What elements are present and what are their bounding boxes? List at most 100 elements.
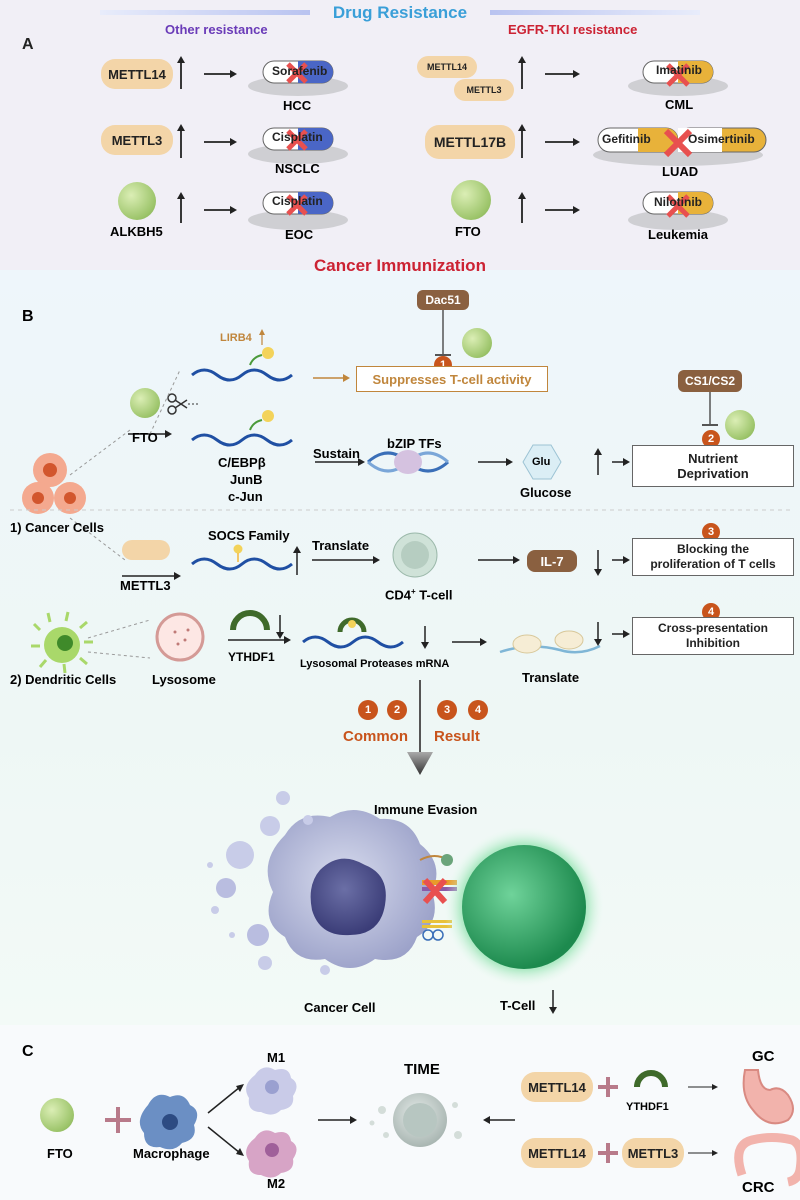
common-label: Common (343, 728, 408, 745)
il7-arrow-head (623, 556, 630, 564)
fto-arrow-head (165, 430, 172, 438)
glucose-hexagon-icon (522, 444, 562, 480)
colon-icon (734, 1133, 800, 1187)
cd4-tcell-label: CD4+ T-cell (385, 587, 453, 602)
cross-line-1: Cross-presentation (657, 621, 769, 635)
bzip-arrow-head (506, 458, 513, 466)
left-row-1-graphics (177, 56, 348, 96)
result-label: Result (434, 728, 480, 745)
result-big-arrow (407, 752, 433, 775)
drug-osimertinib: Osimertinib (688, 132, 755, 146)
blocking-line-2: proliferation of T cells (650, 557, 776, 571)
macrophage-icon (139, 1094, 198, 1150)
step-badge-4: 4 (702, 603, 720, 621)
cancer-cells-label: 1) Cancer Cells (10, 520, 104, 535)
mettl3-arrow-head (174, 572, 181, 580)
gene-pill-mettl3: METTL3 (101, 125, 173, 155)
to-crc-arrow-head (712, 1150, 718, 1156)
cd4-sup: + (411, 587, 416, 596)
tf-gene-junb: JunB (230, 472, 263, 487)
fto-label-c: FTO (47, 1146, 73, 1161)
green-hook-1 (249, 354, 263, 366)
lirb4-arrow-head (343, 374, 350, 382)
disease-cml: CML (665, 97, 694, 112)
section-c-time: C FTO Macrophage M1 M2 TIME METTL14 YTHD… (0, 1025, 800, 1200)
step-badge-3: 3 (702, 523, 720, 541)
m2-macrophage-icon (246, 1130, 297, 1178)
macrophage-label: Macrophage (133, 1146, 210, 1161)
m1-arrow (207, 1086, 241, 1114)
m2-label: M2 (267, 1176, 286, 1191)
translate2-arrow-head (623, 630, 630, 638)
glucose-up-head (594, 448, 602, 455)
tf-mrna-wave (191, 433, 293, 447)
panel-label-b: B (22, 308, 34, 325)
time-label: TIME (404, 1061, 440, 1078)
section-b-cancer-immunization: Cancer Immunization B Dac51 1 LIRB4 Supp… (0, 256, 800, 1025)
ythdf1-down-head (276, 632, 284, 639)
lysosome-icon (155, 612, 205, 662)
translate-label-2: Translate (522, 670, 580, 685)
socs-family-label: SOCS Family (208, 528, 290, 543)
disease-hcc: HCC (283, 98, 312, 113)
il7-badge: IL-7 (527, 550, 577, 572)
disease-luad: LUAD (662, 164, 699, 179)
dac51-target-ball-icon (462, 328, 492, 358)
m2-arrow-head (236, 1148, 244, 1156)
gene-pill-mettl14-c1: METTL14 (521, 1072, 593, 1102)
dash-to-lysosome (87, 619, 151, 639)
cs-badge: CS1/CS2 (678, 370, 742, 392)
tf-gene-cjun: c-Jun (228, 489, 263, 504)
ythdf1-label-c: YTHDF1 (626, 1101, 669, 1113)
lysosome-dot-2 (183, 638, 187, 642)
gene-pill-mettl17b: METTL17B (425, 125, 515, 159)
m6a-dot-2 (262, 410, 274, 422)
fto-ball-b-icon (130, 388, 160, 418)
title-bar-right (490, 10, 700, 15)
section-a-drug-resistance: Drug Resistance A Other resistance EGFR-… (0, 0, 800, 270)
translate-down-head (594, 639, 602, 646)
tf-gene-cebpb: C/EBPβ (218, 455, 266, 470)
section-b-graphics (10, 310, 790, 1014)
right-row-2-graphics (518, 124, 767, 166)
other-resistance-header: Other resistance (165, 22, 268, 37)
drug-cisplatin-2: Cisplatin (272, 194, 323, 208)
right-row-1-graphics (518, 56, 728, 96)
cross-line-2: Inhibition (686, 636, 740, 650)
gene-pill-mettl14-small: METTL14 (417, 56, 477, 78)
section-c-graphics (105, 1067, 800, 1187)
lirb4-mrna-wave (191, 368, 293, 382)
time-cell-icon (369, 1093, 462, 1147)
gene-pill-mettl3-small: METTL3 (454, 79, 514, 101)
cancer-cell-label: Cancer Cell (304, 1000, 376, 1015)
mrna-down-head (421, 642, 429, 649)
drug-cisplatin-1: Cisplatin (272, 130, 323, 144)
title-bar-left (100, 10, 310, 15)
cancer-immunization-title: Cancer Immunization (314, 256, 486, 275)
blocking-line-1: Blocking the (676, 542, 749, 556)
disease-leukemia: Leukemia (648, 227, 708, 242)
cd4-main: CD4 (385, 587, 412, 603)
cd4-tail: T-cell (415, 587, 453, 603)
panel-label-a: A (22, 36, 34, 53)
suppresses-tcell-box: Suppresses T-cell activity (356, 366, 548, 392)
step-badge-2: 2 (702, 430, 720, 448)
ythdf1-arc-c-icon (634, 1070, 668, 1088)
socs-mrna-wave (191, 557, 293, 571)
cd4-cell-core (401, 541, 429, 569)
bzip-dna-icon (366, 450, 450, 474)
fto-ball-c-icon (40, 1098, 74, 1132)
fto-label-a: FTO (455, 224, 481, 239)
translate-arrow-head (373, 556, 380, 564)
summary-badge-3: 3 (437, 700, 457, 720)
m6a-dot-3 (233, 544, 243, 554)
m2-arrow (207, 1126, 241, 1154)
fto-ball-icon (451, 180, 491, 220)
scissors-icon (167, 393, 200, 415)
m6a-dot-4 (348, 620, 356, 628)
ribosome-icon (499, 630, 601, 654)
receptor-complex-icon (419, 854, 457, 941)
glucose-label: Glucose (520, 485, 572, 500)
